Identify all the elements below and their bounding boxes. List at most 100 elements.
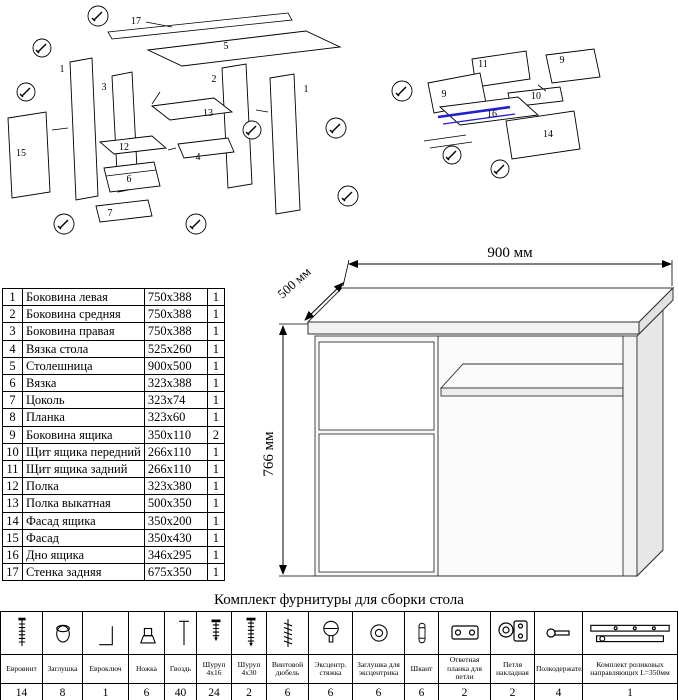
part-size: 323x60 [143,408,208,427]
part-qty: 2 [206,425,225,444]
roller-guides-icon [590,624,670,643]
part-name: Щит ящика задний [22,460,145,479]
depth-dimension-label: 500 мм [274,264,313,301]
part-number: 11 [2,460,23,479]
part-size: 900x500 [143,356,208,376]
part-name: Щит ящика передний [22,442,145,462]
part-label: 1 [304,84,309,95]
part-number: 13 [2,494,23,513]
screw-detail-callout [185,213,207,235]
part-size: 323x74 [143,391,208,410]
hardware-name: Ножка [128,654,165,684]
part-qty: 1 [206,511,225,530]
plinth-shape [95,199,153,223]
part-label: 2 [212,74,217,85]
dowel-screw-icon [283,618,292,648]
pullout-shelf-shape [150,97,234,121]
part-number: 8 [2,408,23,427]
part-number: 10 [2,442,23,462]
right-side-panel-inner [636,308,664,578]
part-qty: 1 [206,374,225,393]
hardware-name: Шкант [404,654,439,684]
hardware-name-row: Евровинт Заглушка Евроключ Ножка Гвоздь … [0,654,678,684]
part-label: 7 [108,208,113,219]
hardware-qty: 40 [164,683,197,700]
hardware-name: Петля накладная [490,654,535,684]
hardware-qty: 1 [582,683,678,700]
part-name: Полка выкатная [22,494,145,513]
hardware-qty: 6 [128,683,165,700]
cabinet-door [318,433,435,573]
part-label: 6 [127,174,132,185]
depth-dimension-line [304,282,344,321]
part-size: 350x110 [143,425,208,444]
part-name: Фасад [22,528,145,548]
shelf-support-icon [545,628,570,638]
screw-4x16-icon [211,619,221,642]
desk-top-edge [307,321,640,335]
roller-guide-highlight [442,113,516,125]
hardware-name: Эксцентр. стяжка [308,654,353,684]
screw-detail-callout [16,82,36,102]
part-qty: 1 [206,546,225,565]
part-name: Полка [22,477,145,496]
part-size: 675x350 [143,563,208,582]
hardware-name: Комплект роликовых направляющих L=350мм [582,654,678,684]
hardware-name: Полкодержатель [534,654,583,684]
hardware-qty: 6 [404,683,439,700]
hardware-name: Гвоздь [164,654,197,684]
screw-detail-callout [242,120,262,140]
hardware-qty: 4 [534,683,583,700]
hardware-name: Заглушка для эксцентрика [352,654,405,684]
part-name: Стенка задняя [22,563,145,582]
part-qty: 1 [206,287,225,307]
width-dimension-label: 900 мм [487,245,533,261]
part-number: 7 [2,391,23,410]
part-label: 13 [203,108,213,119]
part-label: 14 [543,129,553,140]
hardware-qty: 6 [308,683,353,700]
top-panel-shape [146,30,342,67]
screw-detail-callout [490,159,510,179]
hinge-plate-icon [450,625,479,640]
part-size: 323x380 [143,477,208,496]
part-qty: 1 [206,408,225,427]
hardware-name: Евровинт [0,654,43,684]
part-size: 350x200 [143,511,208,530]
roller-guide-highlight [437,105,511,119]
part-name: Боковина правая [22,322,145,341]
exploded-left-diagram: 17 5 1 3 2 13 12 15 6 7 4 1 [7,5,359,235]
part-number: 16 [2,546,23,565]
drawer-side-shape [545,48,601,84]
part-label: 15 [16,148,26,159]
nail-icon [178,620,190,646]
hardware-name: Евроключ [82,654,129,684]
left-side-shape [69,57,99,201]
hardware-kit-title: Комплект фурнитуры для сборки стола [214,592,464,608]
part-size: 750x388 [143,305,208,324]
part-qty: 1 [206,528,225,548]
part-name: Столешница [22,356,145,376]
part-name: Фасад ящика [22,511,145,530]
keyboard-shelf [439,363,647,389]
part-number: 15 [2,528,23,548]
part-number: 3 [2,322,23,341]
part-name: Боковина левая [22,287,145,307]
screw-detail-callout [87,5,109,27]
part-number: 12 [2,477,23,496]
part-qty: 1 [206,563,225,582]
part-label: 11 [478,59,488,70]
height-dimension-label: 766 мм [261,431,277,477]
part-qty: 1 [206,339,225,358]
hardware-name: Шуруп 4х30 [231,654,267,684]
part-qty: 1 [206,322,225,341]
euro-screw-icon [17,617,26,647]
